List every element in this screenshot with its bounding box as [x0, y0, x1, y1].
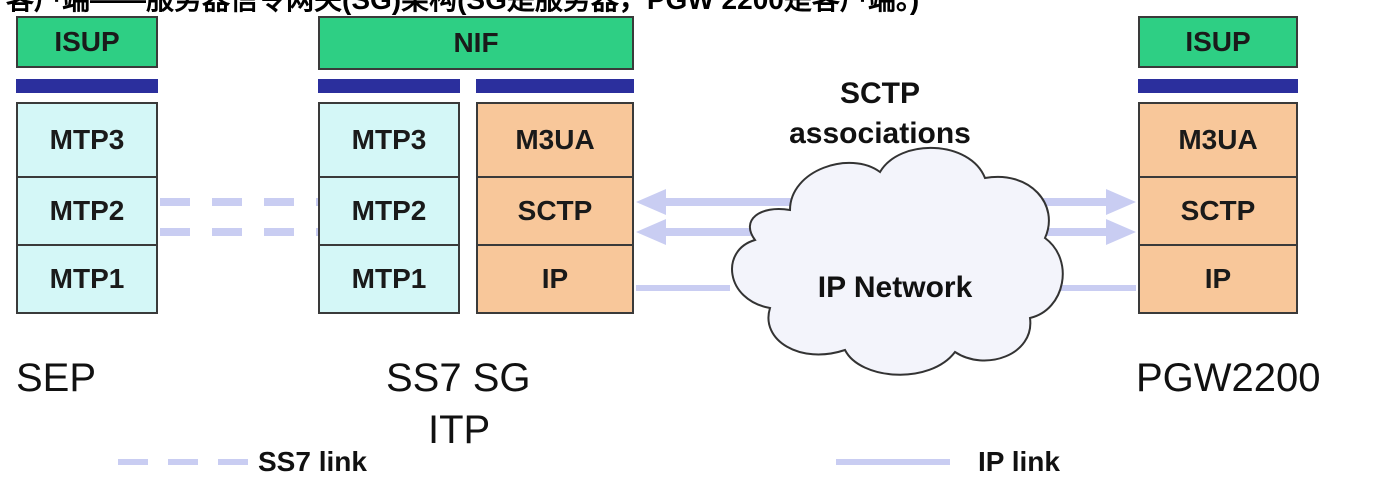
sep-interface-bar: [16, 79, 158, 93]
sg-mtp-bar: [318, 79, 460, 93]
ip-network-label: IP Network: [817, 271, 973, 304]
ip-network-cloud: [731, 146, 1064, 376]
sg-ip-box: IP: [476, 244, 634, 314]
pgw-ip-box: IP: [1138, 244, 1298, 314]
sep-mtp3-box: MTP3: [16, 102, 158, 178]
pgw-sctp-box: SCTP: [1138, 176, 1298, 246]
sg-m3ua-bar: [476, 79, 634, 93]
sctp-arrowhead-upper-left: [636, 189, 666, 215]
sg-sctp-box: SCTP: [476, 176, 634, 246]
sctp-label-line1: SCTP: [839, 77, 920, 110]
sg-label-line2: ITP: [428, 408, 491, 452]
sctp-arrowhead-lower-right: [1106, 219, 1136, 245]
sctp-arrowhead-lower-left: [636, 219, 666, 245]
sctp-label-line2: associations: [789, 117, 971, 150]
sep-mtp1-box: MTP1: [16, 244, 158, 314]
sg-mtp3-box: MTP3: [318, 102, 460, 178]
sg-mtp2-box: MTP2: [318, 176, 460, 246]
pgw-interface-bar: [1138, 79, 1298, 93]
sg-m3ua-box: M3UA: [476, 102, 634, 178]
sep-label: SEP: [16, 356, 97, 400]
sg-label-line1: SS7 SG: [386, 356, 531, 400]
pgw-label: PGW2200: [1136, 356, 1321, 400]
pgw-isup-box: ISUP: [1138, 16, 1298, 68]
sg-nif-box: NIF: [318, 16, 634, 70]
sctp-associations-label: SCTP associations: [720, 74, 1040, 154]
legend-ip-label: IP link: [978, 446, 1060, 477]
legend-ss7-label: SS7 link: [258, 446, 367, 477]
pgw-m3ua-box: M3UA: [1138, 102, 1298, 178]
sep-mtp2-box: MTP2: [16, 176, 158, 246]
page-caption: 客户端——服务器信令网关(SG)架构(SG是服务器，PGW 2200是客户端。): [6, 0, 919, 16]
sctp-arrowhead-upper-right: [1106, 189, 1136, 215]
sep-isup-box: ISUP: [16, 16, 158, 68]
sg-mtp1-box: MTP1: [318, 244, 460, 314]
